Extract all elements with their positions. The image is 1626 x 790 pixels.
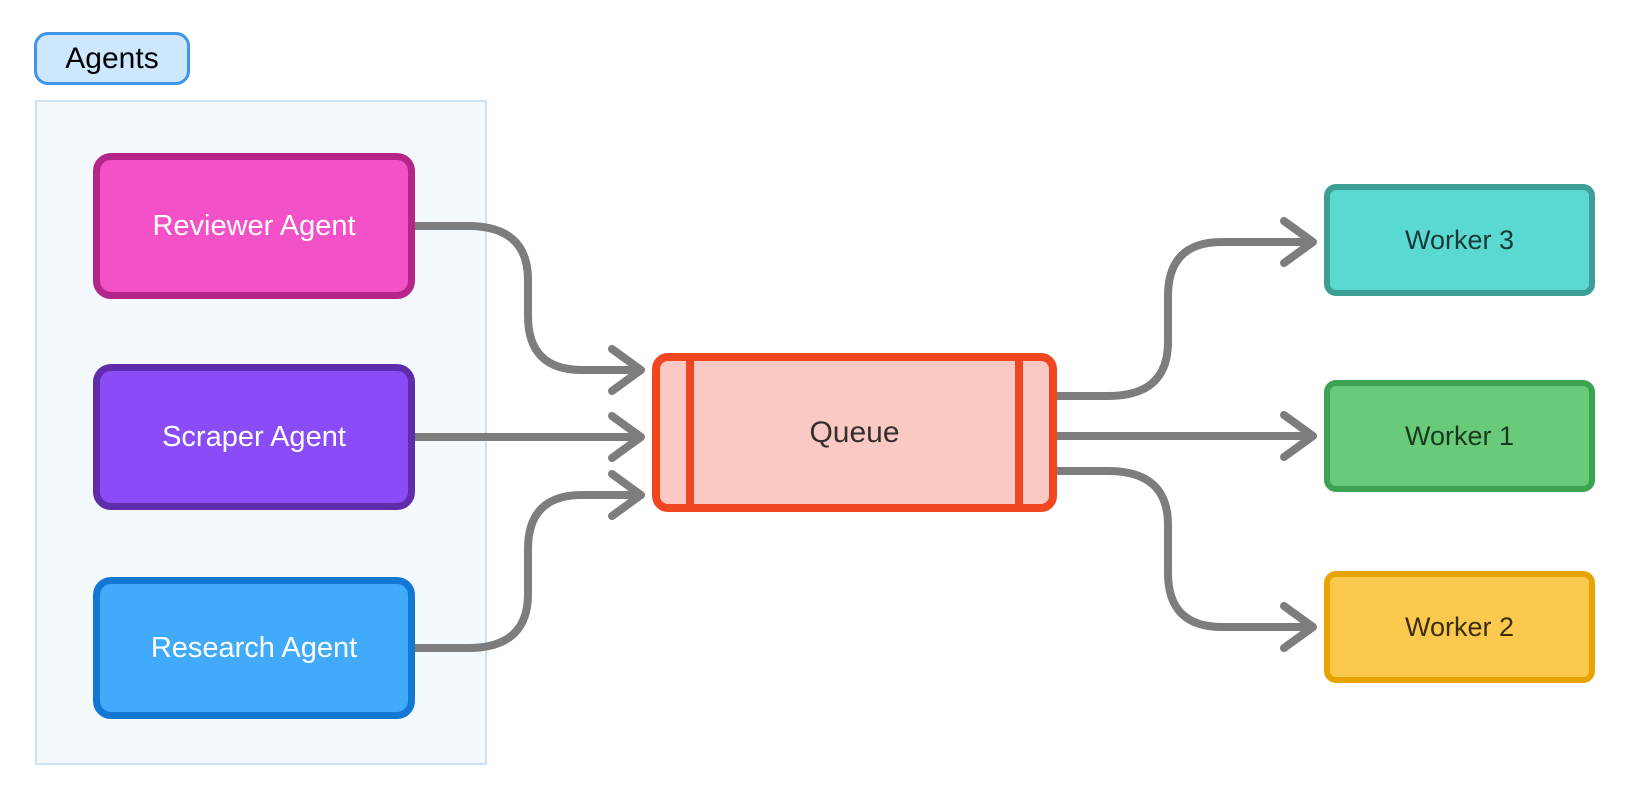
- node-research-agent: Research Agent: [93, 577, 415, 719]
- edge-queue-to-worker3: [1053, 238, 1314, 400]
- node-worker-1: Worker 1: [1324, 380, 1595, 492]
- node-scraper-agent: Scraper Agent: [93, 364, 415, 510]
- arrowhead-research-to-queue-icon: [608, 470, 645, 520]
- reviewer-agent-label: Reviewer Agent: [152, 209, 356, 242]
- arrowhead-queue-to-worker1-icon: [1280, 411, 1317, 461]
- queue-label: Queue: [809, 415, 900, 449]
- node-reviewer-agent: Reviewer Agent: [93, 153, 415, 299]
- research-agent-label: Research Agent: [150, 631, 358, 664]
- edge-research-to-queue: [411, 491, 642, 652]
- worker-3-label: Worker 3: [1404, 224, 1515, 255]
- scraper-agent-label: Scraper Agent: [162, 420, 346, 453]
- arrowhead-queue-to-worker3-icon: [1280, 217, 1317, 267]
- node-worker-2: Worker 2: [1324, 571, 1595, 683]
- arrowhead-reviewer-to-queue-icon: [608, 345, 645, 395]
- agents-group-label: Agents: [34, 32, 190, 85]
- node-queue: Queue: [652, 353, 1057, 512]
- worker-2-label: Worker 2: [1404, 611, 1515, 642]
- edge-reviewer-to-queue: [411, 222, 642, 374]
- queue-right-rail: [1015, 361, 1023, 504]
- arrowhead-queue-to-worker2-icon: [1280, 602, 1317, 652]
- edge-queue-to-worker2: [1053, 467, 1314, 631]
- node-worker-3: Worker 3: [1324, 184, 1595, 296]
- arrowhead-scraper-to-queue-icon: [608, 412, 645, 462]
- queue-left-rail: [686, 361, 694, 504]
- worker-1-label: Worker 1: [1404, 420, 1515, 451]
